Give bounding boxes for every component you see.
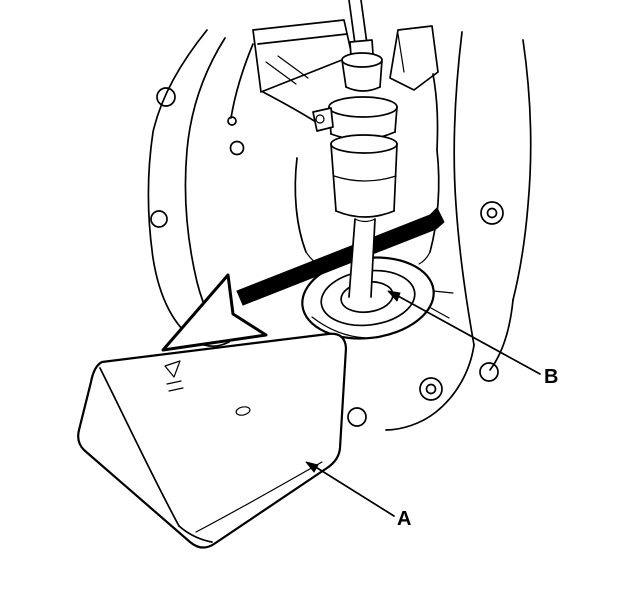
- rod-lower-top: [354, 218, 376, 223]
- panel-stamp-line: [166, 380, 182, 385]
- collar-top-rim: [341, 52, 383, 68]
- bolt-boss-circle: [480, 201, 504, 225]
- bolt-boss-circle: [229, 140, 245, 156]
- grommet-contour-line: [311, 316, 367, 339]
- direction-arrow-head: [161, 273, 268, 352]
- panel-inner-bottom-edge: [195, 461, 323, 533]
- cover-panel: [77, 332, 348, 549]
- clamp-top-rim: [328, 96, 398, 118]
- callout-a: A: [305, 461, 411, 530]
- shift-lever-assembly: [312, 0, 398, 298]
- case-outline-right-inner: [453, 31, 475, 346]
- bracket-left-line: [230, 43, 254, 119]
- bolt-boss-circle: [150, 210, 168, 228]
- callout-b-leader-arrowhead: [387, 290, 401, 302]
- upper-right-bracket: [389, 25, 439, 151]
- panel-crease-line: [99, 367, 180, 527]
- clamp-tab: [312, 107, 334, 132]
- panel-crease-line2: [178, 525, 213, 543]
- rod-lower-side: [370, 218, 376, 298]
- case-outline-right-lower: [385, 344, 475, 431]
- direction-arrow-shaft: [236, 207, 445, 306]
- grommet-tab-line: [430, 307, 450, 319]
- bracket-body: [252, 19, 353, 93]
- collar-side: [379, 59, 383, 88]
- shifter-opening: [294, 149, 440, 265]
- panel-stamp-triangle: [164, 360, 181, 378]
- case-outline-left-outer: [147, 29, 208, 343]
- rod-top-line: [348, 0, 356, 45]
- bracket-support-line: [262, 91, 317, 123]
- bracket-hatch-line: [277, 55, 309, 79]
- clamp-tab-hole: [315, 114, 325, 124]
- rod-lower-side: [348, 218, 356, 298]
- callout-a-leader-line: [313, 465, 395, 517]
- bolt-boss-circle: [227, 116, 237, 126]
- callout-a-label: A: [397, 508, 411, 530]
- opening-wall-right: [429, 149, 440, 253]
- bolt-hole-circle: [425, 383, 437, 395]
- upper-right-connector: [432, 73, 439, 151]
- bolt-boss-circle: [479, 362, 499, 382]
- case-outline-right-lower2: [489, 299, 514, 371]
- panel-emboss-oval: [235, 406, 251, 416]
- bolt-boss-circle: [419, 377, 443, 401]
- engine-case-right: [347, 31, 532, 431]
- bracket-hatch-line: [265, 61, 297, 85]
- boot-side: [393, 143, 398, 212]
- boot-bottom: [335, 210, 395, 218]
- bracket-inner-line: [257, 33, 348, 45]
- opening-ledge-right: [418, 251, 431, 265]
- arrow-head: [161, 273, 268, 352]
- panel-outline: [77, 332, 348, 549]
- callout-b: B: [387, 290, 558, 388]
- bolt-hole-circle: [486, 207, 498, 219]
- boot-top-rim: [330, 134, 398, 154]
- callout-b-label: B: [544, 366, 558, 388]
- clamp-side: [394, 106, 398, 133]
- rod-top-line: [360, 0, 368, 45]
- opening-wall-left: [294, 157, 307, 253]
- collar-side: [341, 59, 347, 88]
- bolt-boss-circle: [347, 407, 367, 427]
- case-outline-right-outer: [512, 39, 532, 301]
- panel-stamp-line: [168, 387, 184, 392]
- collar-bottom: [345, 86, 381, 92]
- boot-body-fill: [331, 144, 397, 211]
- bolt-boss-circle: [156, 87, 176, 107]
- boot-side: [330, 143, 337, 212]
- arrow-band-end-cap: [429, 207, 445, 230]
- upper-right-bracket-line: [397, 33, 405, 73]
- callout-a-leader-arrowhead: [305, 461, 319, 473]
- boot-contour: [333, 175, 397, 182]
- callout-b-leader-line: [397, 295, 541, 375]
- arrow-band: [236, 214, 437, 306]
- rod-lower-fill: [349, 219, 375, 297]
- grommet-tab-line: [432, 290, 454, 294]
- upper-right-bracket-body: [389, 25, 439, 91]
